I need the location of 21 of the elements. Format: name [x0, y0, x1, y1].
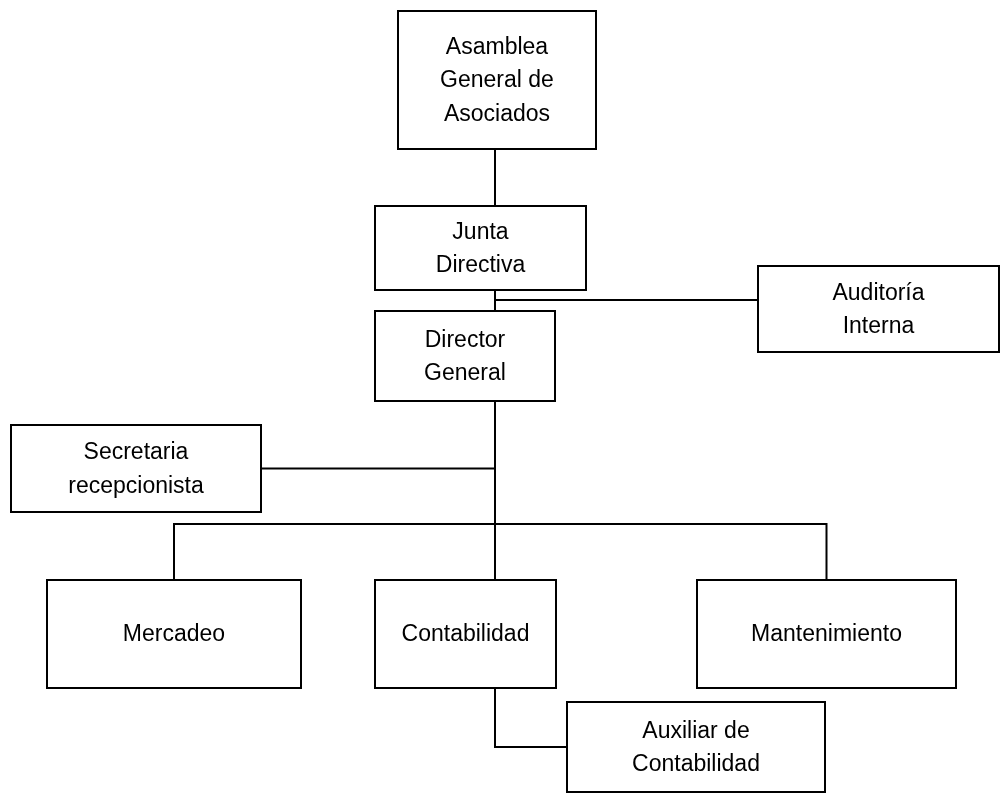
box-label: Secretaria recepcionista	[67, 437, 205, 500]
org-box	[374, 205, 587, 291]
box-label: Mantenimiento	[750, 619, 903, 649]
org-box	[566, 701, 826, 793]
box-label: Mercadeo	[121, 619, 227, 649]
org-box	[696, 579, 957, 689]
box-label: Junta Directiva	[434, 216, 527, 279]
connector-line	[494, 688, 567, 748]
box-label: Asamblea General de Asociados	[439, 32, 555, 128]
box-label: Director General	[423, 324, 507, 387]
org-box	[10, 424, 262, 513]
connector-line	[494, 149, 496, 206]
org-box	[374, 579, 557, 689]
box-label: Auxiliar de Contabilidad	[631, 715, 761, 778]
org-box	[757, 265, 1000, 353]
org-box	[374, 310, 556, 402]
box-label: Contabilidad	[400, 619, 531, 649]
org-box	[397, 10, 597, 150]
connector-line	[494, 290, 758, 301]
org-box	[46, 579, 302, 689]
box-label: Auditoría Interna	[831, 277, 926, 340]
